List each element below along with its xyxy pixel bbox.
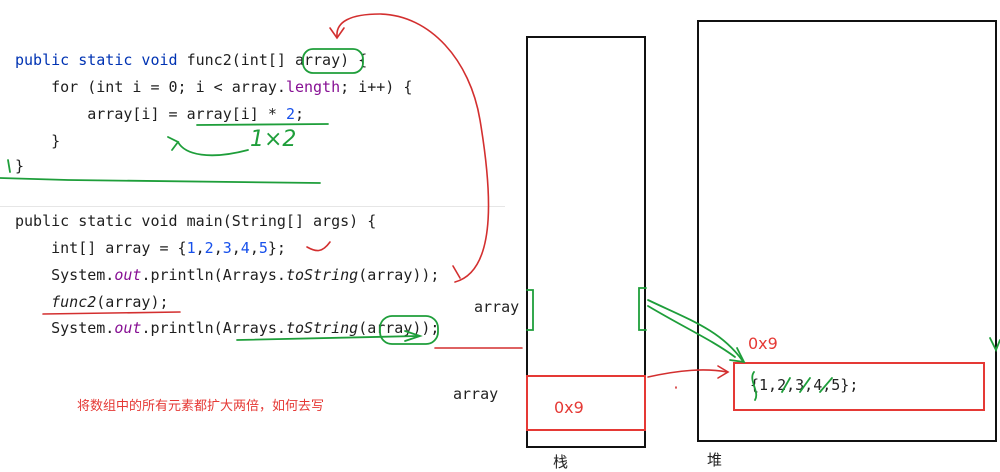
- code-token: toString: [285, 319, 359, 337]
- code-token: array: [294, 51, 341, 69]
- code-token: };: [267, 239, 286, 257]
- code-token: func2: [51, 293, 97, 311]
- code-token: ; i++) {: [340, 78, 413, 96]
- code-line-func2-close-inner: }: [15, 132, 61, 150]
- caption-text: 将数组中的所有元素都扩大两倍，如何去写: [77, 399, 325, 414]
- stack-box: [526, 36, 646, 448]
- code-line-main-4: System.out.println(Arrays.toString(array…: [15, 315, 439, 341]
- code-token: out: [114, 266, 142, 284]
- code-token: (array);: [96, 293, 169, 311]
- code-line-main-3: func2(array);: [15, 289, 169, 315]
- heap-label: 堆: [707, 451, 723, 469]
- green-bracket-left: [526, 289, 534, 331]
- code-token: 4: [240, 239, 250, 257]
- green-circle-param: [302, 48, 364, 74]
- code-line-main-signature: public static void main(String[] args) {: [15, 212, 377, 230]
- code-token: func2: [186, 51, 232, 69]
- green-curve-arrow: [177, 141, 249, 157]
- code-token: ,: [249, 239, 259, 257]
- green-arrowhead: [167, 136, 180, 151]
- stack-label: 栈: [553, 453, 569, 471]
- green-ref-arrow: [647, 299, 743, 361]
- code-token: array[i] = array[i] *: [15, 105, 286, 123]
- code-token: length: [285, 78, 341, 96]
- code-token: 2: [285, 105, 295, 123]
- code-token: toString: [285, 266, 359, 284]
- green-bracket-right: [638, 287, 647, 331]
- code-token: 1: [186, 239, 196, 257]
- red-ref-arrow: [647, 369, 728, 378]
- green-underline-method: [0, 177, 321, 184]
- code-token: for (int i = 0; i < array.: [15, 78, 286, 96]
- stack-var-func2: array: [474, 298, 520, 316]
- green-underline-body: [196, 123, 329, 126]
- code-token: 5: [258, 239, 268, 257]
- code-token: System.: [15, 319, 115, 337]
- handwritten-note: 1×2: [250, 127, 297, 152]
- code-token: (array));: [358, 266, 440, 284]
- heap-box: [697, 20, 997, 442]
- code-token: ,: [195, 239, 205, 257]
- code-token: (int[]: [231, 51, 295, 69]
- code-token: public static void: [15, 51, 187, 69]
- code-line-func2-body: array[i] = array[i] * 2;: [15, 101, 304, 127]
- code-token: 3: [222, 239, 232, 257]
- code-token: int[] array = {: [15, 239, 187, 257]
- code-token: ;: [294, 105, 304, 123]
- code-line-main-1: int[] array = {1,2,3,4,5};: [15, 235, 286, 261]
- code-line-func2-close: }: [15, 157, 25, 175]
- code-token: ,: [213, 239, 223, 257]
- code-line-func2-loop: for (int i = 0; i < array.length; i++) {: [15, 74, 412, 100]
- stack-main-value: 0x9: [554, 398, 584, 417]
- code-token: .println(Arrays.: [141, 319, 286, 337]
- red-underline-call: [42, 311, 181, 315]
- code-token: 2: [204, 239, 214, 257]
- stack-var-main: array: [453, 385, 499, 403]
- green-circle-arg: [379, 315, 439, 345]
- code-token: (array));: [358, 319, 440, 337]
- red-call-arrow: [336, 13, 490, 283]
- code-token: System.: [15, 266, 115, 284]
- method-separator: [0, 206, 505, 207]
- heap-address: 0x9: [748, 334, 778, 353]
- heap-array-object: [733, 362, 985, 411]
- stack-frame-main: [526, 375, 646, 431]
- code-line-func2-signature: public static void func2(int[] array) {: [15, 47, 367, 73]
- green-underline-call: [236, 335, 419, 341]
- code-line-main-2: System.out.println(Arrays.toString(array…: [15, 262, 439, 288]
- code-token: out: [114, 319, 142, 337]
- code-token: .println(Arrays.: [141, 266, 286, 284]
- code-token: ,: [231, 239, 241, 257]
